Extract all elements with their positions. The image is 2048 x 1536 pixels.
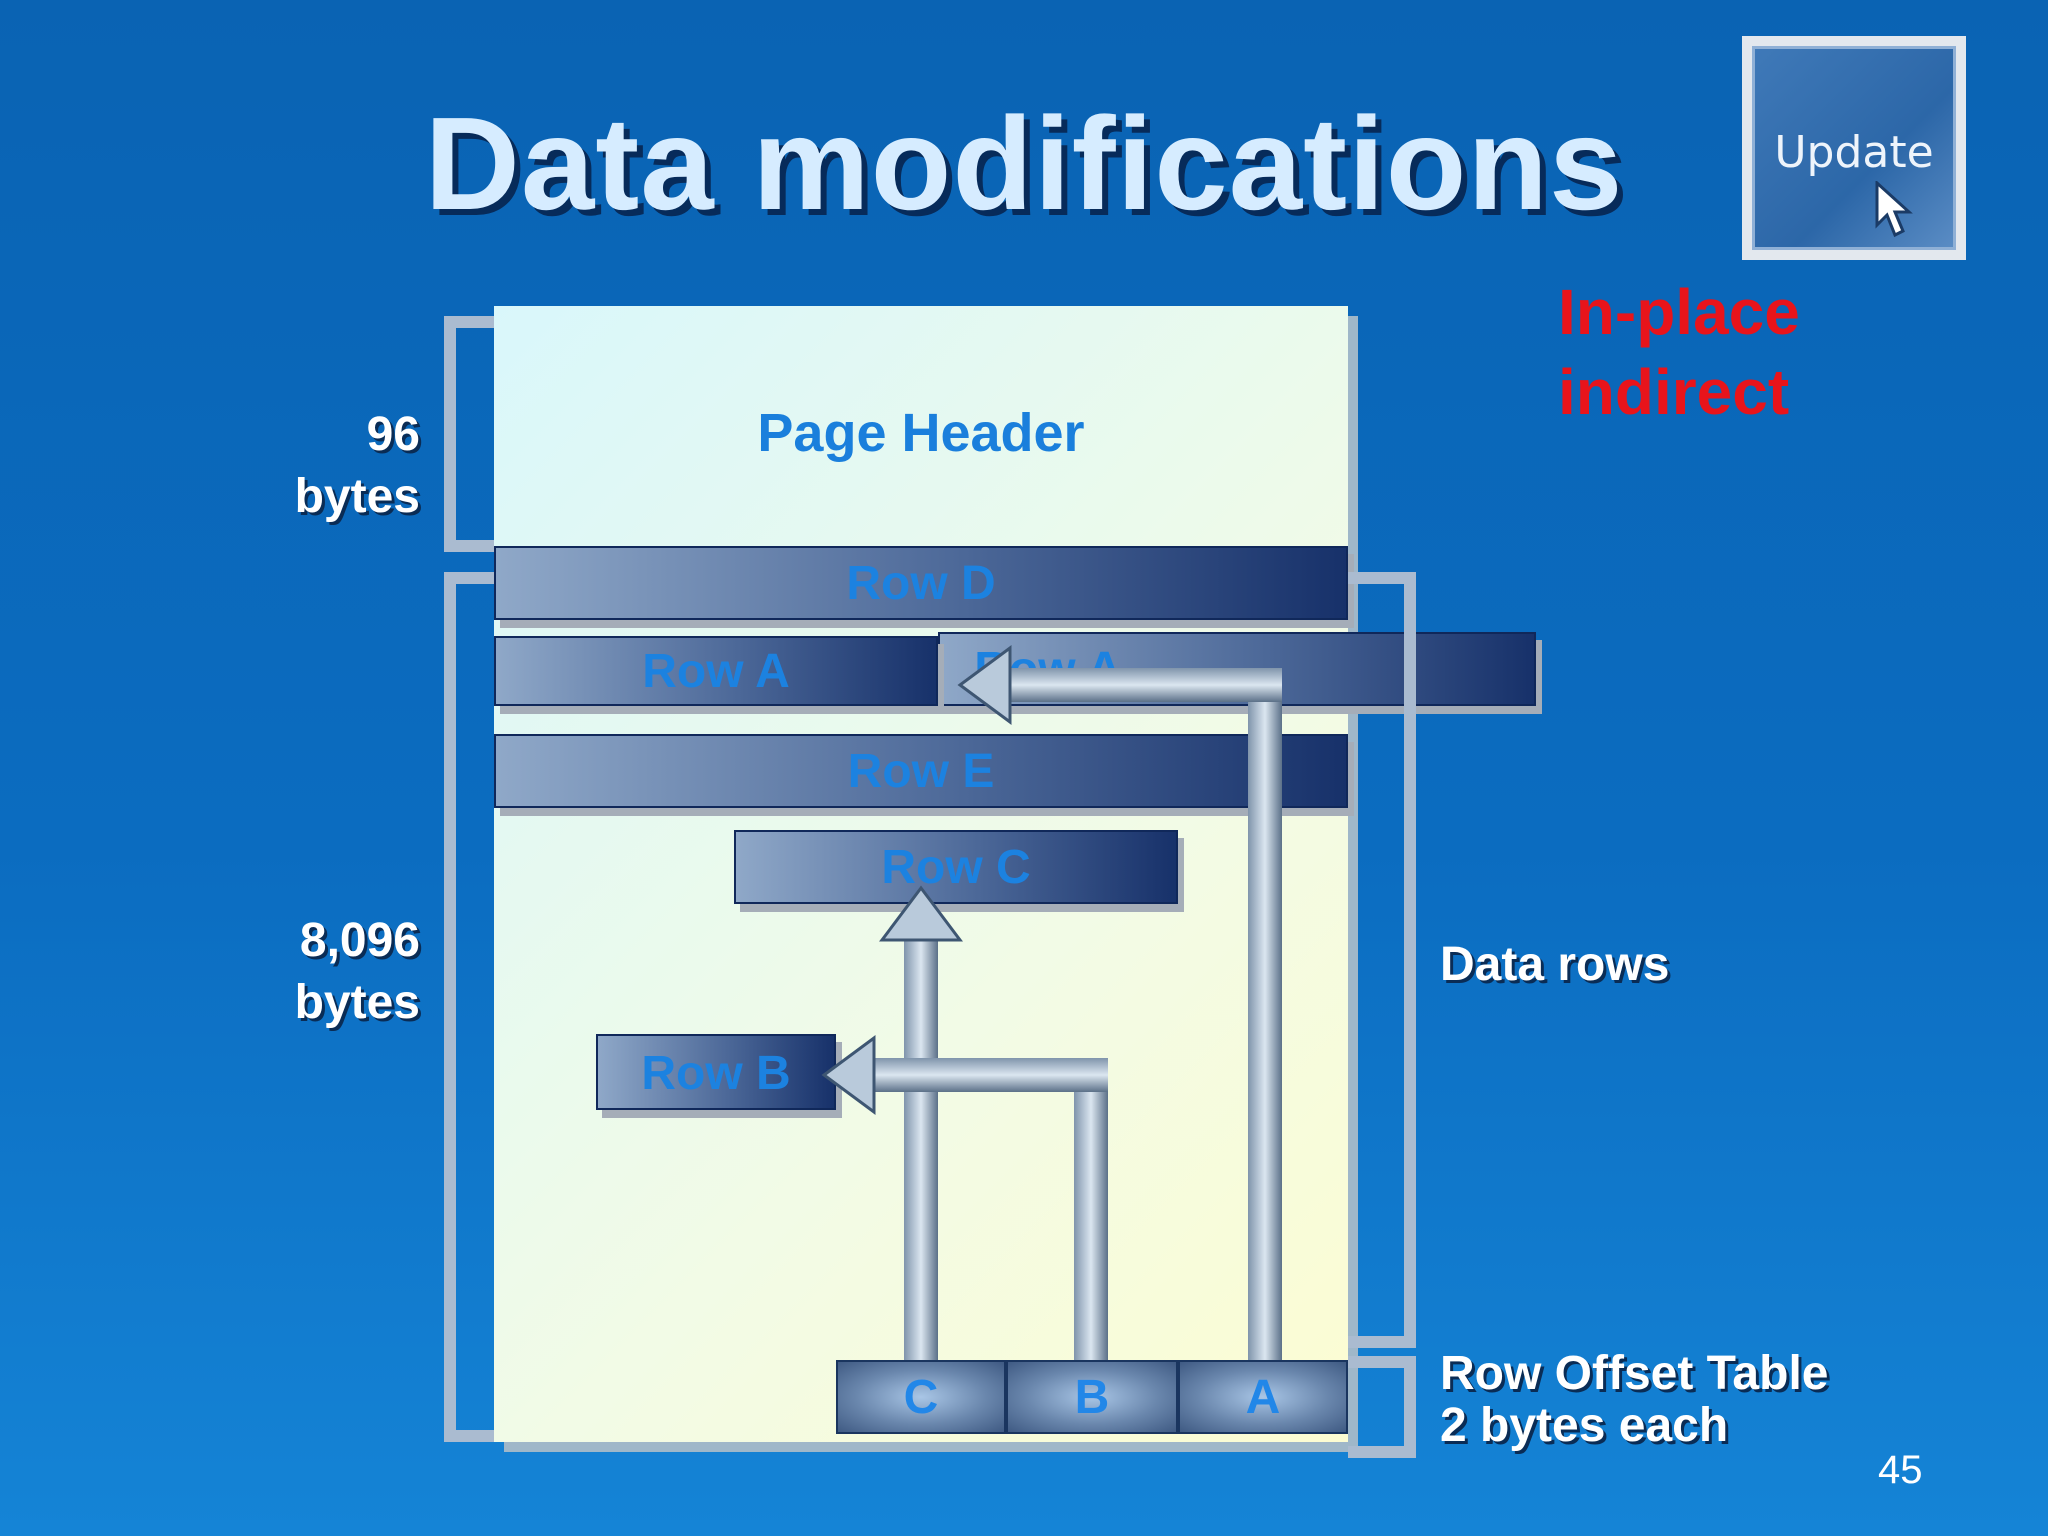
row-c-label: Row C <box>881 841 1031 894</box>
offset-table-line-1: Row Offset Table <box>1440 1347 1829 1400</box>
method-line-1: In-place <box>1558 276 1800 348</box>
row-c <box>734 830 1178 904</box>
data-rows-label: Data rows <box>1440 938 1670 991</box>
offset-table-bracket <box>1348 1356 1416 1458</box>
rows-size-value: 8,096 <box>299 914 420 967</box>
cursor-icon <box>1875 181 1913 238</box>
row-e-label: Row E <box>847 745 995 798</box>
row-b <box>596 1034 836 1110</box>
row-b-label: Row B <box>641 1047 791 1100</box>
rows-size-unit: bytes <box>294 976 420 1029</box>
row-d <box>494 546 1348 620</box>
method-line-2: indirect <box>1558 356 1790 428</box>
header-size-unit: bytes <box>294 470 420 523</box>
offset-slot-c: C <box>836 1360 1006 1434</box>
slide-title: Data modifications <box>424 90 1624 237</box>
row-a-label: Row A <box>642 645 790 698</box>
row-e <box>494 734 1348 808</box>
rows-size-label: 8,096 bytes <box>240 910 420 1034</box>
data-rows-bracket <box>1348 572 1416 1348</box>
offset-slot-b: B <box>1006 1360 1178 1434</box>
update-badge: Update <box>1742 36 1966 260</box>
offset-slot-a: A <box>1178 1360 1348 1434</box>
header-size-label: 96 bytes <box>240 404 420 528</box>
offset-table-line-2: 2 bytes each <box>1440 1399 1729 1452</box>
arrow-slot-c-to-row-c <box>879 885 963 1360</box>
page-header-label: Page Header <box>757 403 1085 463</box>
badge-panel: Update <box>1752 46 1956 250</box>
arrow-slot-b-to-row-b <box>821 1035 1108 1360</box>
arrow-slot-a-to-row-a <box>957 645 1282 1360</box>
rows-bracket <box>444 572 494 1442</box>
header-size-value: 96 <box>366 408 420 461</box>
row-a <box>494 636 938 706</box>
header-bracket <box>444 316 494 552</box>
slide-number: 45 <box>1878 1448 1923 1492</box>
method-label: In-place indirect <box>1558 272 1800 432</box>
badge-label: Update <box>1774 127 1934 178</box>
offset-table-label: Row Offset Table 2 bytes each <box>1440 1348 1828 1452</box>
row-d-label: Row D <box>846 557 996 610</box>
